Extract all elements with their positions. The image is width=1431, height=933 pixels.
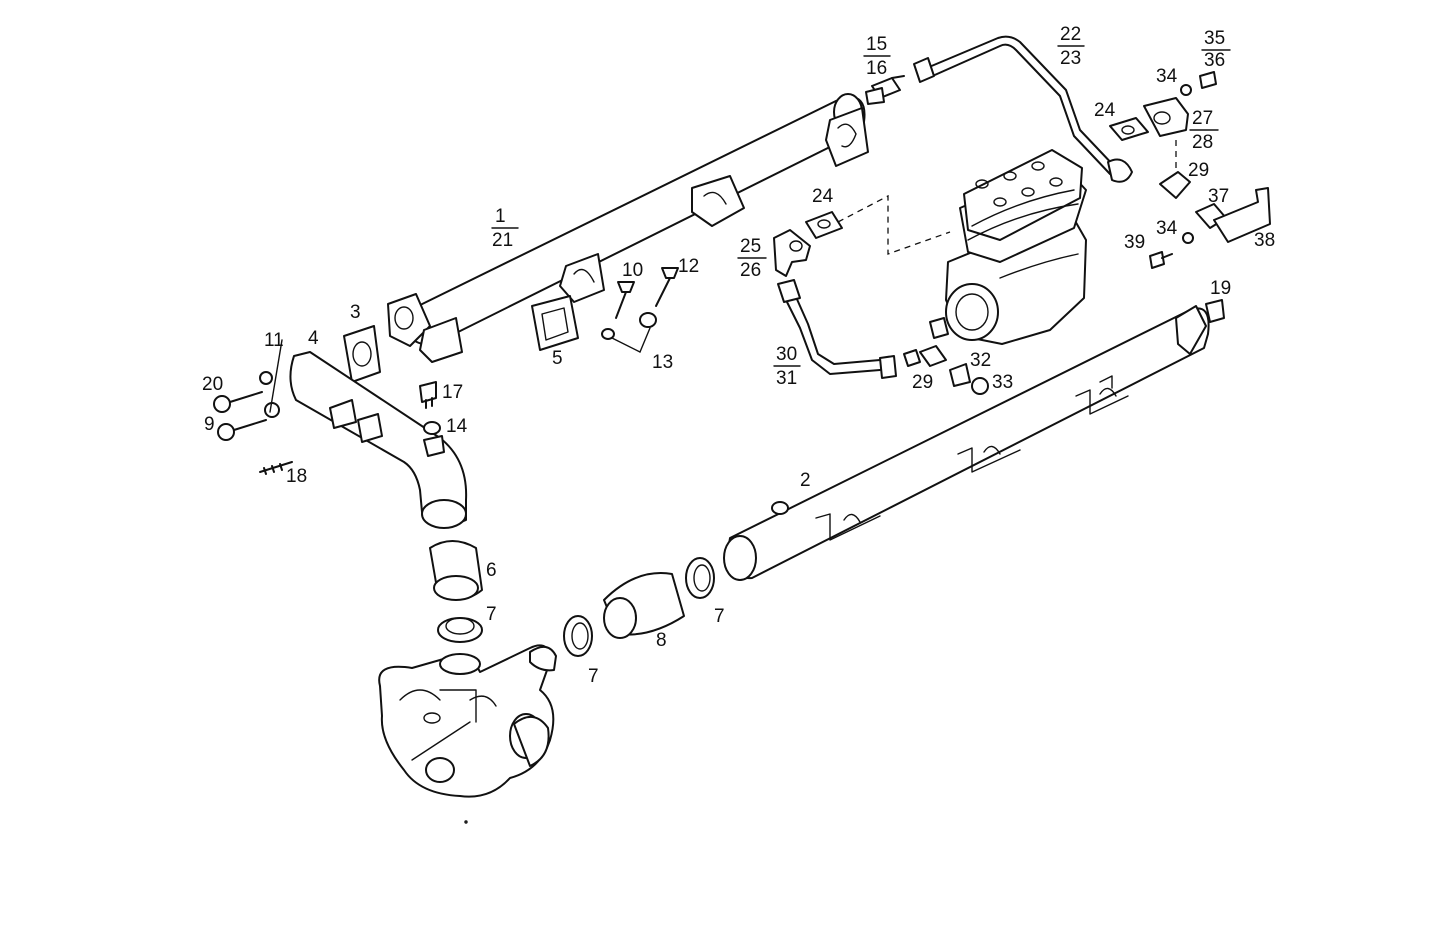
callout-36: 36 [1204,50,1225,71]
lower-coolant-manifold-pipe [723,305,1210,581]
callout-15: 15 [866,34,887,55]
callout-32: 32 [970,350,991,371]
callout-7a: 7 [486,604,497,625]
callout-11: 11 [264,330,284,351]
callout-27: 27 [1192,108,1213,129]
cover-gasket [531,295,579,351]
callout-7b: 7 [588,666,599,687]
callout-12: 12 [678,256,699,277]
callout-34b: 34 [1156,218,1178,239]
callout-29a: 29 [1188,160,1209,181]
callout-6: 6 [486,560,497,581]
callout-35: 35 [1204,28,1225,49]
callout-3: 3 [350,302,361,323]
callout-13: 13 [652,352,673,373]
callout-23: 23 [1060,48,1081,69]
callout-labels: 1 21 2 3 4 5 6 7 7 7 8 9 10 11 12 13 14 … [202,24,1275,687]
union-fitting [865,75,905,105]
callout-16: 16 [866,58,887,79]
callout-24b: 24 [812,186,834,207]
callout-1: 1 [495,206,506,227]
callout-22: 22 [1060,24,1081,45]
compressor-air-lines [777,35,1133,379]
mounting-bracket [1149,187,1271,269]
callout-38: 38 [1254,230,1275,251]
callout-33: 33 [992,372,1013,393]
callout-20: 20 [202,374,223,395]
callout-37: 37 [1208,186,1229,207]
scan-speck [464,820,468,824]
compressor-fittings [903,345,989,395]
callout-24a: 24 [1094,100,1116,121]
hoses-and-clamps [429,540,715,657]
air-compressor [929,149,1087,345]
callout-19: 19 [1210,278,1231,299]
bolts-and-washers [601,267,679,353]
callout-17: 17 [442,382,463,403]
callout-25: 25 [740,236,761,257]
plug-fitting [1205,299,1225,323]
upper-coolant-manifold-pipe [387,93,869,363]
callout-4: 4 [308,328,319,349]
callout-2: 2 [800,470,811,491]
upper-right-fittings [1109,71,1217,199]
callout-18: 18 [286,466,307,487]
callout-8: 8 [656,630,667,651]
callout-28: 28 [1192,132,1213,153]
callout-7c: 7 [714,606,725,627]
callout-29b: 29 [912,372,933,393]
plug-and-seal [419,381,441,435]
callout-5: 5 [552,348,563,369]
water-pump-housing [378,644,557,798]
callout-9: 9 [204,414,215,435]
callout-26: 26 [740,260,761,281]
elbow-fitting-and-gasket [773,194,951,277]
callout-21: 21 [492,230,513,251]
callout-14: 14 [446,416,468,437]
callout-30: 30 [776,344,797,365]
screws-and-washers [213,339,293,475]
callout-34a: 34 [1156,66,1178,87]
flange-gasket [343,325,381,383]
callout-10: 10 [622,260,643,281]
callout-39: 39 [1124,232,1145,253]
callout-31: 31 [776,368,797,389]
elbow-connector-pipe [289,351,468,529]
